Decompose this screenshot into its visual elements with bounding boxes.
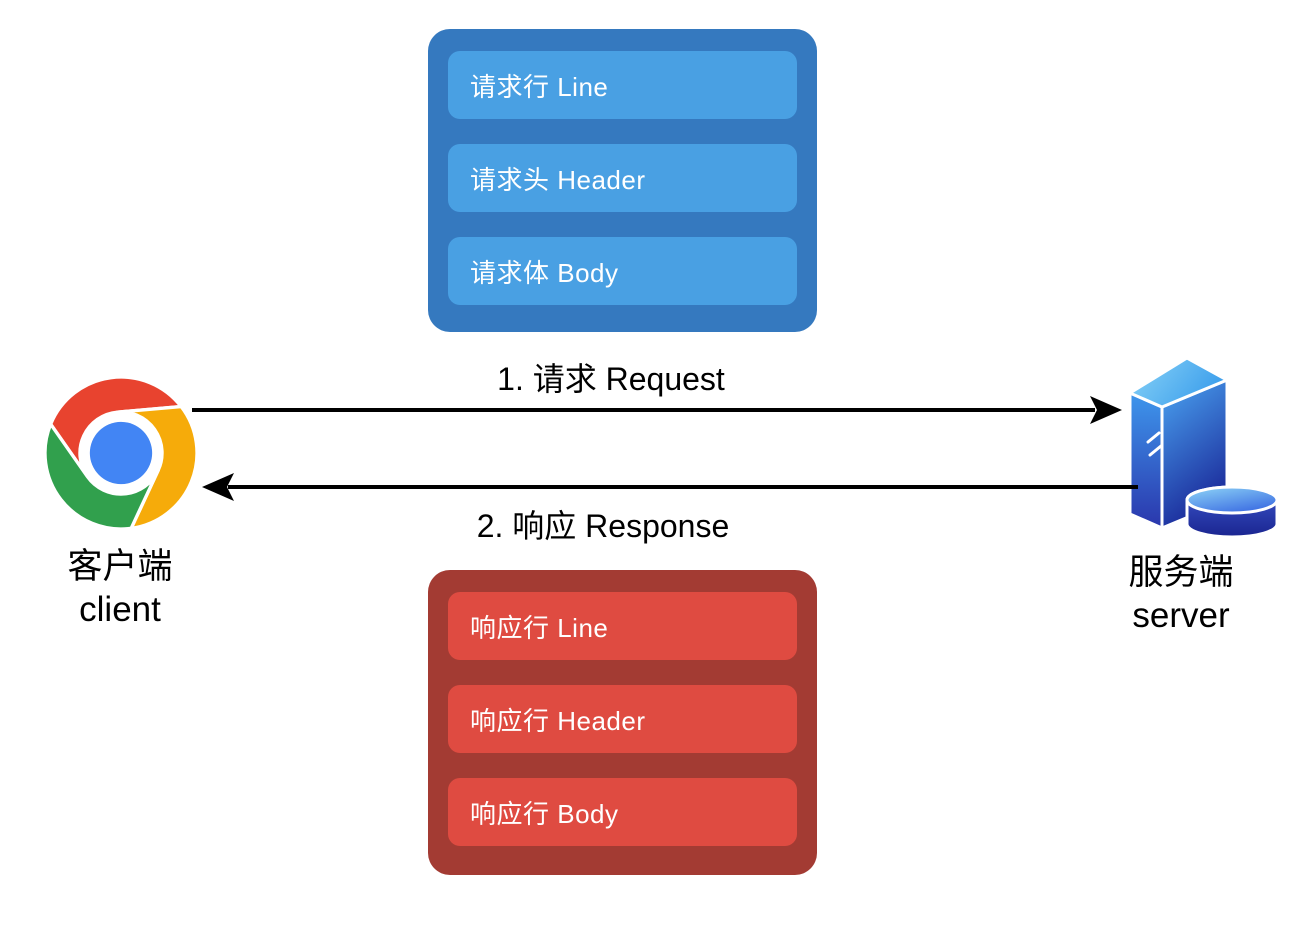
request-arrow [192,396,1122,424]
chrome-blue-center [89,421,153,485]
client-caption: 客户端 client [40,545,200,631]
response-body-label: 响应行 Body [470,798,619,829]
request-body-label: 请求体 Body [470,257,619,288]
response-body-row: 响应行 Body [448,778,797,846]
request-message-box: 请求行 Line 请求头 Header 请求体 Body [428,29,817,332]
response-line-row: 响应行 Line [448,592,797,660]
request-arrowhead [1090,396,1122,424]
client-caption-en: client [79,590,161,629]
response-arrow [202,473,1138,501]
request-line-label: 请求行 Line [470,71,609,102]
request-header-row: 请求头 Header [448,144,797,212]
request-line-row: 请求行 Line [448,51,797,119]
response-arrowhead [202,473,234,501]
request-body-row: 请求体 Body [448,237,797,305]
database-disk-top [1185,485,1279,515]
response-flow-label: 2. 响应 Response [476,508,730,544]
server-caption-zh: 服务端 [1128,553,1234,592]
server-caption-en: server [1132,596,1230,635]
server-top-face [1128,356,1229,409]
request-header-label: 请求头 Header [470,164,646,195]
response-line-label: 响应行 Line [470,612,609,643]
server-caption: 服务端 server [1101,551,1261,637]
response-header-row: 响应行 Header [448,685,797,753]
chrome-browser-icon [45,377,197,529]
server-led-dashes [1146,431,1163,457]
client-caption-zh: 客户端 [67,547,173,586]
server-icon [1128,356,1279,539]
request-flow-label: 1. 请求 Request [497,361,725,397]
server-left-face [1128,391,1164,530]
response-message-box: 响应行 Line 响应行 Header 响应行 Body [428,570,817,875]
response-header-label: 响应行 Header [470,705,646,736]
